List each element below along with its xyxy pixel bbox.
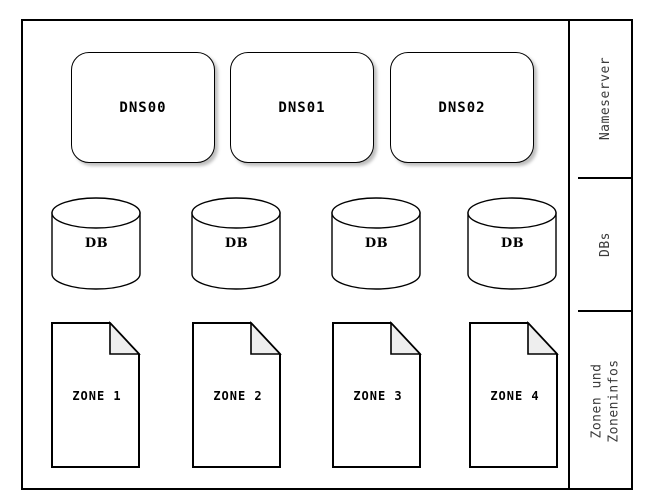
zone-document-node[interactable]: ZONE 1 bbox=[50, 321, 144, 471]
nameserver-node-dns02[interactable]: DNS02 bbox=[390, 52, 534, 163]
document-icon bbox=[51, 321, 141, 468]
category-sidebar: Nameserver DBs Zonen und Zoneninfos bbox=[578, 19, 633, 490]
nameserver-node-dns01[interactable]: DNS01 bbox=[230, 52, 374, 163]
sidebar-label-nameserver: Nameserver bbox=[598, 56, 613, 140]
sidebar-label-zones: Zonen und Zoneninfos bbox=[589, 359, 623, 442]
nameserver-label: DNS02 bbox=[438, 99, 486, 116]
database-node[interactable]: DB bbox=[188, 197, 285, 290]
database-node[interactable]: DB bbox=[48, 197, 145, 290]
diagram-main-panel bbox=[21, 19, 570, 490]
database-cylinder-icon bbox=[51, 197, 141, 290]
document-icon bbox=[469, 321, 559, 468]
zone-document-node[interactable]: ZONE 2 bbox=[191, 321, 285, 471]
database-node[interactable]: DB bbox=[328, 197, 425, 290]
document-icon bbox=[192, 321, 282, 468]
database-node[interactable]: DB bbox=[464, 197, 561, 290]
zone-document-node[interactable]: ZONE 4 bbox=[468, 321, 562, 471]
database-cylinder-icon bbox=[191, 197, 281, 290]
sidebar-section-nameserver: Nameserver bbox=[578, 19, 633, 179]
sidebar-label-zones-line1: Zonen und bbox=[589, 363, 605, 439]
sidebar-label-dbs: DBs bbox=[597, 232, 613, 257]
nameserver-label: DNS00 bbox=[119, 99, 167, 116]
document-icon bbox=[332, 321, 422, 468]
nameserver-label: DNS01 bbox=[278, 99, 326, 116]
nameserver-node-dns00[interactable]: DNS00 bbox=[71, 52, 215, 163]
sidebar-label-zones-line2: Zoneninfos bbox=[606, 359, 622, 443]
database-cylinder-icon bbox=[331, 197, 421, 290]
sidebar-section-zones: Zonen und Zoneninfos bbox=[578, 312, 633, 490]
sidebar-section-dbs: DBs bbox=[578, 179, 633, 312]
zone-document-node[interactable]: ZONE 3 bbox=[331, 321, 425, 471]
database-cylinder-icon bbox=[467, 197, 557, 290]
